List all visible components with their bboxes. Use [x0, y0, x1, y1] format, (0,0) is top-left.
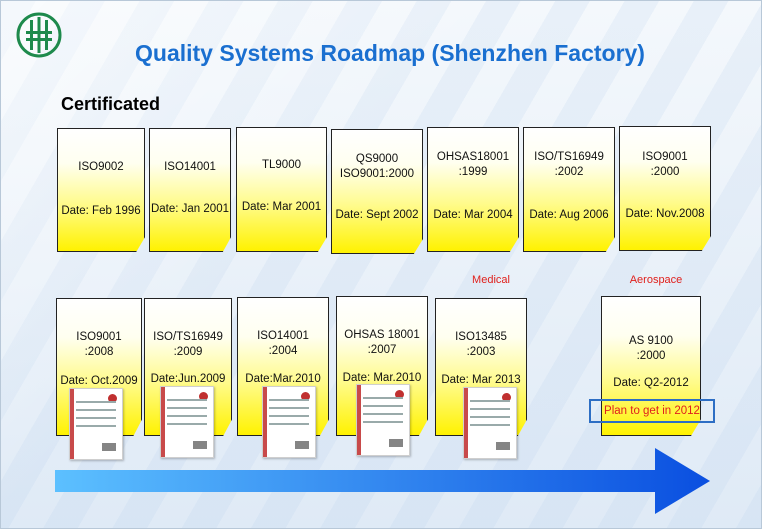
category-label-aerospace: Aerospace: [629, 274, 683, 286]
certificate-image: [463, 387, 517, 459]
page-title: Quality Systems Roadmap (Shenzhen Factor…: [135, 40, 645, 66]
category-label-medical: Medical: [472, 274, 510, 286]
cert-name: ISO9001:2000: [339, 168, 415, 180]
cert-date: Date: Q2-2012: [613, 377, 689, 389]
certificate-image: [356, 384, 410, 456]
cert-date: Date:Jun.2009: [150, 373, 226, 385]
section-heading: Certificated: [61, 94, 161, 114]
cert-name: ISO/TS16949: [153, 331, 223, 343]
cert-name: :2007: [367, 344, 397, 356]
company-logo: [16, 12, 62, 58]
cert-name: :2003: [466, 346, 496, 358]
cert-name: :2008: [84, 346, 114, 358]
cert-name: ISO13485: [455, 331, 507, 343]
cert-date: Date: Sept 2002: [335, 209, 419, 221]
cert-name: :1999: [458, 166, 488, 178]
cert-name: ISO9002: [78, 161, 124, 173]
cert-name: ISO9001: [76, 331, 122, 343]
cert-card: ISO9002 Date: Feb 1996: [57, 128, 145, 252]
certificate-image: [69, 388, 123, 460]
cert-date: Date: Mar 2013: [441, 374, 521, 386]
cert-name: AS 9100: [628, 335, 674, 347]
cert-card: ISO/TS16949 :2002 Date: Aug 2006: [523, 127, 615, 252]
cert-name: :2000: [650, 166, 680, 178]
cert-card: TL9000 Date: Mar 2001: [236, 127, 327, 252]
cert-date: Date: Nov.2008: [625, 208, 705, 220]
cert-name: OHSAS 18001: [344, 329, 420, 341]
cert-card: ISO9001 :2000 Date: Nov.2008: [619, 126, 711, 251]
cert-name: ISO9001: [642, 151, 688, 163]
certificate-image: [262, 386, 316, 458]
cert-name: ISO14001: [164, 161, 216, 173]
cert-name: :2002: [554, 166, 584, 178]
plan-note: Plan to get in 2012: [589, 399, 715, 423]
cert-card: ISO/TS16949 :2009 Date:Jun.2009: [144, 298, 232, 436]
cert-date: Date:Mar.2010: [245, 373, 321, 385]
cert-date: Date: Mar.2010: [342, 372, 422, 384]
cert-date: Date: Mar 2004: [433, 209, 513, 221]
cert-name: QS9000: [355, 153, 399, 165]
certificate-image: [160, 386, 214, 458]
timeline-arrow: [55, 448, 710, 514]
cert-name: OHSAS18001: [436, 151, 510, 163]
cert-card: ISO14001 Date: Jan 2001: [149, 128, 231, 252]
cert-name: :2004: [268, 345, 298, 357]
cert-name: ISO/TS16949: [534, 151, 604, 163]
cert-name: TL9000: [261, 159, 301, 171]
cert-name: :2000: [636, 350, 666, 362]
cert-date: Date: Mar 2001: [241, 201, 322, 213]
cert-date: Date: Oct.2009: [60, 375, 138, 387]
cert-date: Date: Jan 2001: [150, 203, 229, 215]
cert-card: OHSAS18001 :1999 Date: Mar 2004: [427, 127, 519, 252]
cert-date: Date: Feb 1996: [61, 205, 141, 217]
cert-card: QS9000 ISO9001:2000 Date: Sept 2002: [331, 129, 423, 254]
cert-name: ISO14001: [257, 330, 309, 342]
cert-card: AS 9100 :2000 Date: Q2-2012: [601, 296, 701, 436]
cert-name: :2009: [173, 346, 203, 358]
cert-date: Date: Aug 2006: [529, 209, 609, 221]
